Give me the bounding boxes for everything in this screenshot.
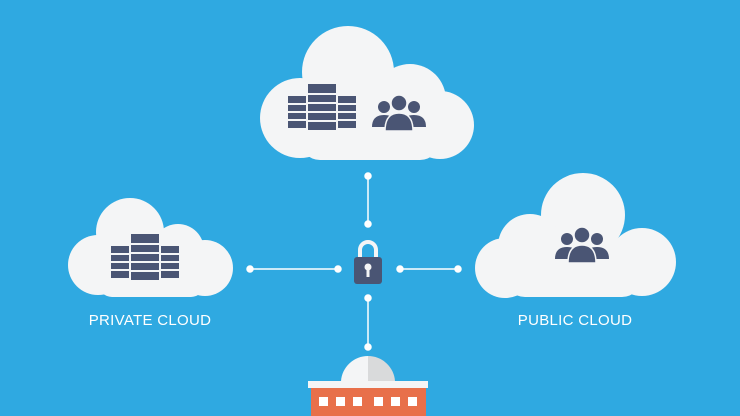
building-icon	[308, 355, 428, 416]
private-cloud-label: PRIVATE CLOUD	[88, 312, 212, 329]
lock-icon	[354, 240, 382, 284]
top-cloud	[260, 26, 474, 160]
public-cloud-label: PUBLIC CLOUD	[517, 312, 633, 329]
connector-lines	[246, 172, 462, 351]
